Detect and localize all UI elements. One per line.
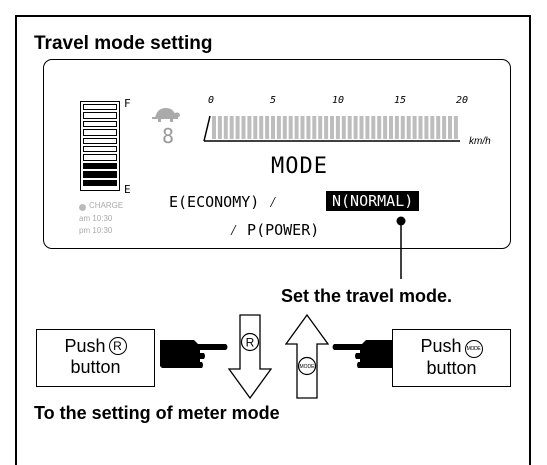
speed-bar-segment	[371, 116, 376, 139]
mode-button-symbol: MODE	[464, 340, 483, 358]
fuel-full-label: F	[124, 97, 131, 110]
fuel-segment	[83, 129, 117, 136]
pointing-hand-right-icon	[160, 340, 228, 368]
fuel-segment	[83, 171, 117, 178]
speed-bar-segment	[365, 116, 370, 139]
speed-bar-segment	[448, 116, 452, 139]
push-r-line2: button	[70, 357, 121, 377]
speed-bar-segment	[306, 116, 311, 139]
speed-bar-segment	[400, 116, 405, 139]
speed-bar-segment	[300, 116, 305, 139]
fuel-segment	[83, 162, 117, 170]
speed-bar-segment	[324, 116, 329, 139]
speed-bar-segment	[359, 116, 364, 139]
speed-bar-segment	[282, 116, 287, 139]
speed-bar-segment	[212, 116, 216, 139]
speed-bar-segment	[318, 116, 323, 139]
callout-pointer	[396, 216, 406, 279]
speed-bar-segment	[259, 116, 264, 139]
speed-bar-segment	[217, 116, 222, 139]
speed-bar-segment	[412, 116, 417, 139]
speed-bar-segment	[430, 116, 435, 139]
speed-tick-label: 0	[208, 95, 215, 106]
speed-bar-segment	[347, 116, 352, 139]
speed-bar-segment	[453, 116, 458, 139]
mode-digit: 8	[162, 124, 175, 148]
speed-bar-segment	[235, 116, 240, 139]
mode-heading: MODE	[271, 154, 328, 179]
charge-icon	[79, 204, 86, 211]
fuel-segment	[83, 120, 117, 128]
power-option: ⁄ P(POWER)	[229, 221, 320, 239]
speed-bar-segment	[353, 116, 358, 139]
speed-bar-segment	[241, 116, 246, 139]
r-button-icon: R	[246, 336, 255, 350]
push-mode-line2: button	[426, 358, 477, 378]
fuel-segment	[83, 179, 117, 186]
speed-tick-label: 5	[270, 95, 277, 106]
timer-pm: pm 10:30	[79, 226, 113, 235]
r-button-symbol: R	[108, 337, 127, 355]
speed-bar-segment	[389, 116, 393, 139]
timer-am: am 10:30	[79, 214, 113, 223]
speed-bar-segment	[436, 116, 441, 139]
mode-button-icon: MODE	[300, 364, 316, 370]
panel-frame	[15, 15, 531, 465]
speed-tick-label: 20	[456, 95, 469, 106]
speed-bar-segment	[341, 116, 346, 139]
speed-unit: km/h	[469, 136, 491, 147]
speed-bar-segment	[330, 116, 334, 139]
speed-bar-segment	[377, 116, 382, 139]
down-arrow: R	[228, 314, 272, 400]
callout-text: Set the travel mode.	[281, 286, 453, 306]
charge-label: CHARGE	[89, 201, 124, 210]
speed-bar-segment	[335, 116, 340, 139]
normal-option-selected: N(NORMAL)	[326, 191, 420, 211]
economy-option: E(ECONOMY) ⁄	[169, 193, 278, 211]
speed-bar-segment	[229, 116, 234, 139]
fuel-segment	[83, 146, 117, 153]
speed-bar-segment	[294, 116, 299, 139]
section-title: Travel mode setting	[34, 33, 213, 54]
speed-bar-segment	[442, 116, 447, 139]
speed-tick-label: 10	[332, 95, 345, 106]
fuel-segment	[83, 154, 117, 161]
speed-bar-segment	[271, 116, 275, 139]
lcd-display: F E 8 0 5 10 15 20 km/h MODE E(ECONOMY) ⁄ N(…	[43, 59, 511, 249]
speed-tick-label: 15	[394, 95, 407, 106]
pointing-hand-left-icon	[332, 340, 400, 368]
up-arrow: MODE	[285, 314, 329, 399]
push-r-line1: Push	[64, 336, 106, 356]
speed-bar-segment	[406, 116, 411, 139]
turtle-icon	[152, 108, 180, 122]
fuel-segment	[83, 104, 117, 111]
speed-bar-segment	[265, 116, 270, 139]
speed-bar-segment	[223, 116, 228, 139]
speed-bar-segment	[418, 116, 423, 139]
next-step-text: To the setting of meter mode	[34, 403, 280, 423]
fuel-gauge	[80, 101, 120, 191]
speed-bar-segment	[383, 116, 388, 139]
speed-bar-segment	[276, 116, 281, 139]
speed-bar-segment	[424, 116, 429, 139]
push-mode-line1: Push	[420, 336, 462, 356]
speed-bar-segment	[247, 116, 252, 139]
fuel-segment	[83, 112, 117, 119]
speed-bar-segment	[288, 116, 293, 139]
fuel-empty-label: E	[124, 183, 131, 196]
speed-bar-segment	[312, 116, 317, 139]
speed-bar-segment	[253, 116, 258, 139]
speed-bar	[203, 115, 460, 142]
fuel-segment	[83, 137, 117, 144]
speed-bar-segment	[394, 116, 399, 139]
